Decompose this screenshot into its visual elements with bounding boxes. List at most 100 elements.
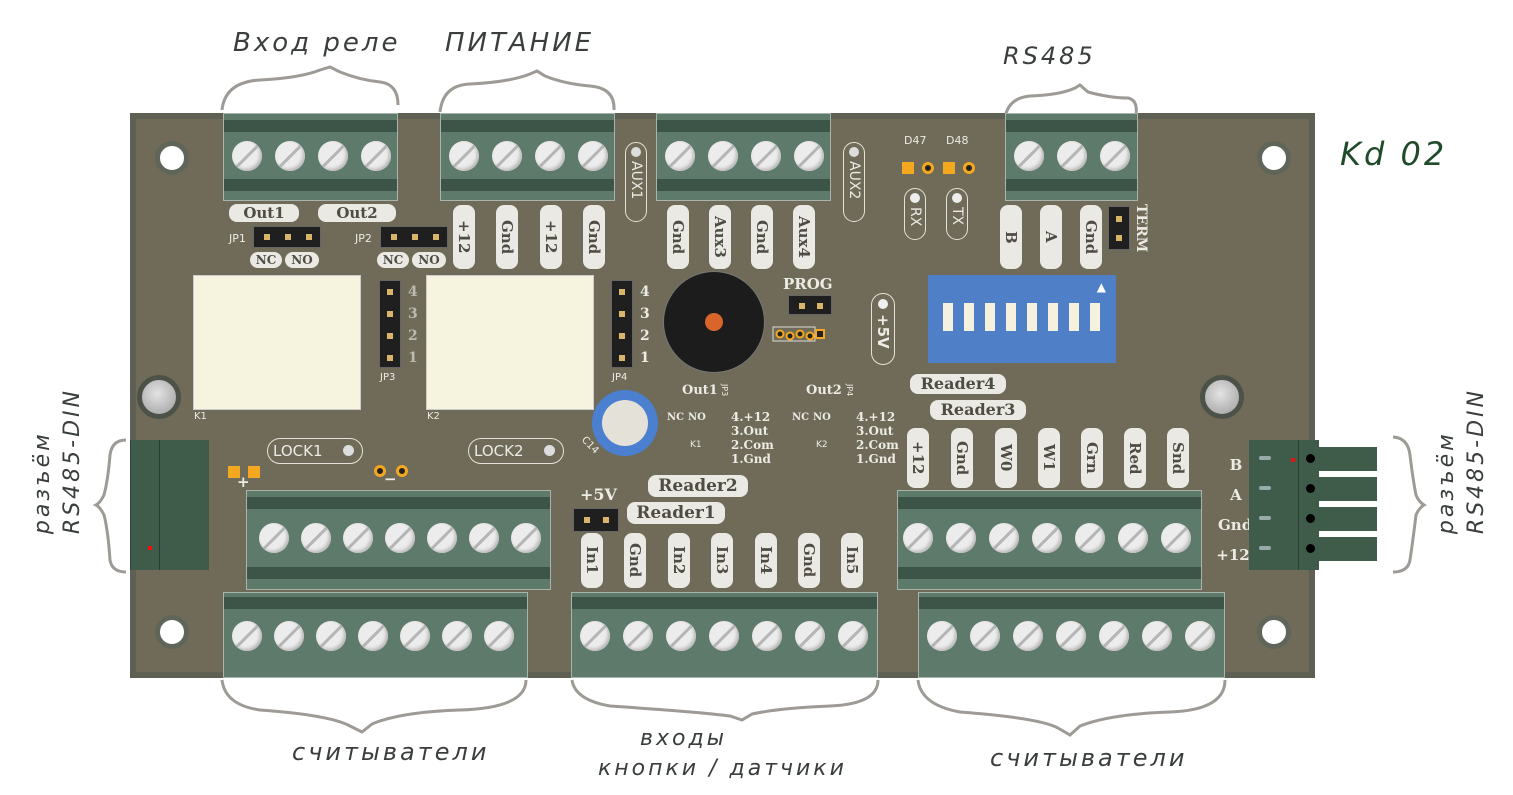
silk-power-pin-3: +12 bbox=[540, 205, 562, 269]
silk-tx: TX bbox=[949, 207, 965, 226]
lock2-pad[interactable] bbox=[544, 445, 555, 456]
lock1-outline: LOCK1 bbox=[267, 438, 363, 464]
header-5v[interactable] bbox=[573, 508, 619, 532]
din-right-blade-4 bbox=[1319, 537, 1377, 561]
header-prog[interactable] bbox=[788, 295, 832, 315]
silk-schem2-pin3: 3.Out bbox=[856, 424, 894, 438]
silk-input-pin-2: Gnd bbox=[624, 533, 646, 588]
silk-power-pin-1: +12 bbox=[453, 205, 475, 269]
dip-switch-8[interactable] bbox=[1090, 303, 1100, 331]
dip-switch-1[interactable] bbox=[943, 303, 953, 331]
silk-input-pin-4: In3 bbox=[711, 533, 733, 588]
silk-jp2: JP2 bbox=[355, 232, 372, 245]
silk-out2: Out2 bbox=[318, 204, 396, 222]
mounting-hole-bottom-left bbox=[155, 615, 189, 649]
label-inputs-line1: входы bbox=[640, 726, 728, 751]
din-connector-left[interactable] bbox=[130, 440, 209, 570]
header-jp3[interactable] bbox=[379, 280, 401, 368]
tx-pad[interactable] bbox=[952, 193, 962, 203]
silk-jp4-n4: 4 bbox=[640, 284, 650, 300]
terminal-power[interactable] bbox=[440, 113, 615, 201]
terminal-reader-left-upper[interactable] bbox=[246, 490, 551, 590]
terminal-inputs[interactable] bbox=[571, 592, 878, 678]
silk-jp3-n3: 3 bbox=[408, 306, 418, 322]
label-model: Kd 02 bbox=[1340, 135, 1448, 173]
silk-reader-pin-7: Snd bbox=[1167, 428, 1189, 488]
silk-schem1-no: NO bbox=[688, 412, 706, 423]
header-jp4[interactable] bbox=[611, 280, 633, 368]
tx-outline: TX bbox=[946, 188, 968, 240]
mounting-hole-top-right bbox=[1257, 141, 1291, 175]
silk-reader4: Reader4 bbox=[910, 374, 1006, 394]
brace-power bbox=[438, 69, 616, 113]
terminal-reader-left-lower[interactable] bbox=[223, 592, 528, 678]
silk-jp3-numbers: 4 3 2 1 bbox=[408, 281, 418, 369]
dip-switch-4[interactable] bbox=[1006, 303, 1016, 331]
silk-rs485-gnd: Gnd bbox=[1080, 205, 1102, 269]
lock1-pad[interactable] bbox=[343, 445, 354, 456]
silk-aux-pin-1: Gnd bbox=[667, 205, 689, 269]
led-d47-pad-a bbox=[902, 162, 914, 174]
din-connector-right[interactable] bbox=[1249, 440, 1319, 570]
silk-schem1-nc: NC bbox=[667, 412, 685, 423]
relay-k1 bbox=[193, 275, 361, 410]
silk-power-pin-2: Gnd bbox=[496, 205, 518, 269]
brace-readers-right bbox=[916, 679, 1227, 737]
dip-switch-7[interactable] bbox=[1069, 303, 1079, 331]
silk-schem2-nc: NC bbox=[792, 412, 810, 423]
silk-d48: D48 bbox=[946, 134, 969, 147]
silk-din-a: A bbox=[1230, 486, 1242, 504]
silk-jp3: JP3 bbox=[380, 372, 396, 383]
silk-schem1-jp: JP3 bbox=[720, 384, 729, 397]
label-power: ПИТАНИЕ bbox=[445, 28, 595, 58]
plus5v-pad[interactable] bbox=[878, 299, 888, 309]
silk-jp1-nc: NC bbox=[250, 252, 282, 268]
dip-switch-5[interactable] bbox=[1027, 303, 1037, 331]
terminal-relay-inputs[interactable] bbox=[223, 113, 398, 201]
dip-switch[interactable]: ▲ bbox=[928, 275, 1116, 363]
din-left-pin1-marker bbox=[148, 546, 152, 550]
din-right-blade-3 bbox=[1319, 507, 1377, 531]
silk-jp4: JP4 bbox=[612, 372, 628, 383]
silk-jp4-n1: 1 bbox=[640, 350, 650, 366]
silk-jp1-no: NO bbox=[285, 252, 319, 268]
header-term[interactable] bbox=[1108, 206, 1130, 250]
silk-term: TERM bbox=[1133, 204, 1149, 253]
aux1-pad[interactable] bbox=[631, 147, 641, 157]
silk-schem2-pin1: 1.Gnd bbox=[856, 452, 896, 466]
terminal-rs485[interactable] bbox=[1005, 113, 1138, 201]
dip-switch-3[interactable] bbox=[985, 303, 995, 331]
silk-reader-pin-3: W0 bbox=[995, 428, 1017, 488]
terminal-reader-right-lower[interactable] bbox=[918, 592, 1225, 678]
silk-schem2-no: NO bbox=[813, 412, 831, 423]
silk-aux-pin-3: Gnd bbox=[751, 205, 773, 269]
header-jp2[interactable] bbox=[380, 226, 448, 248]
dip-switch-6[interactable] bbox=[1048, 303, 1058, 331]
silk-reader1: Reader1 bbox=[627, 502, 725, 524]
aux2-pad[interactable] bbox=[849, 147, 859, 157]
silk-schem2-title: Out2 bbox=[806, 383, 842, 398]
silk-input-pin-7: In5 bbox=[841, 533, 863, 588]
terminal-aux[interactable] bbox=[656, 113, 831, 201]
silk-aux-pin-4: Aux4 bbox=[793, 205, 815, 269]
mounting-hole-mid-right bbox=[1200, 375, 1244, 419]
rx-pad[interactable] bbox=[910, 193, 920, 203]
silk-jp3-n1: 1 bbox=[408, 350, 418, 366]
lock2-outline: LOCK2 bbox=[468, 438, 564, 464]
silk-schem1-pin3: 3.Out bbox=[731, 424, 769, 438]
plus5v-outline: +5V bbox=[871, 293, 895, 365]
label-readers-right: считыватели bbox=[990, 744, 1188, 772]
brace-relay-inputs bbox=[220, 65, 400, 111]
dip-switch-2[interactable] bbox=[964, 303, 974, 331]
terminal-reader-right-upper[interactable] bbox=[897, 490, 1202, 590]
relay-k2 bbox=[426, 275, 594, 410]
silk-schem1-title: Out1 bbox=[682, 383, 718, 398]
label-relay-inputs: Вход реле bbox=[233, 28, 401, 58]
led-d47-pad-k bbox=[922, 162, 934, 174]
silk-schem2-pin2: 2.Com bbox=[856, 438, 899, 452]
header-jp1[interactable] bbox=[253, 226, 321, 248]
brace-din-left bbox=[92, 438, 127, 574]
silk-prog: PROG bbox=[783, 275, 833, 293]
silk-schem2-pins: 4.+12 3.Out 2.Com 1.Gnd bbox=[856, 410, 899, 466]
